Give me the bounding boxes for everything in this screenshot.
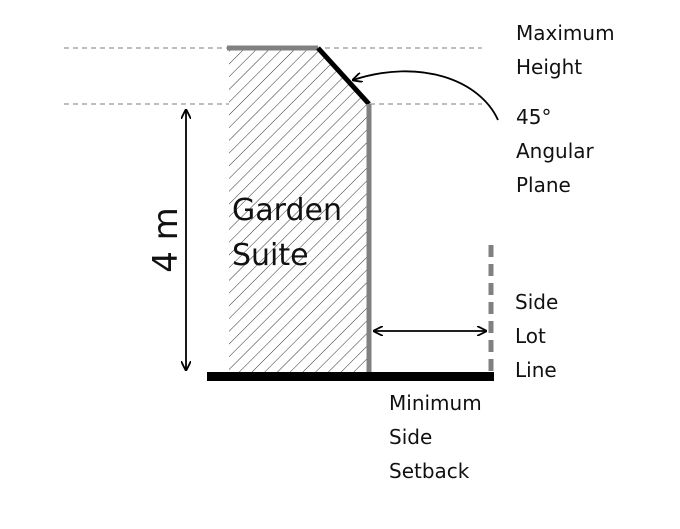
max-height-label-line2: Height: [516, 55, 582, 79]
side-lot-line-label-line2: Lot: [515, 324, 546, 348]
max-height-label-line1: Maximum: [516, 21, 615, 45]
setback-label-line3: Setback: [389, 459, 470, 483]
setback-label-line2: Side: [389, 425, 432, 449]
angular-plane-edge: [316, 46, 371, 106]
side-lot-line-label-line1: Side: [515, 290, 558, 314]
side-lot-line-label-line3: Line: [515, 358, 557, 382]
height-dimension-label: 4 m: [146, 207, 186, 273]
angular-plane-label-line1: 45°: [516, 105, 551, 129]
garden-suite-label-line1: Garden: [232, 193, 342, 228]
angular-plane-label-line3: Plane: [516, 173, 571, 197]
setback-label-line1: Minimum: [389, 391, 482, 415]
angular-plane-pointer-arrow: [353, 70, 499, 121]
ground-line: [207, 372, 494, 381]
angular-plane-label-line2: Angular: [516, 139, 595, 163]
garden-suite-label-line2: Suite: [232, 238, 309, 273]
garden-suite-body: [229, 48, 369, 372]
